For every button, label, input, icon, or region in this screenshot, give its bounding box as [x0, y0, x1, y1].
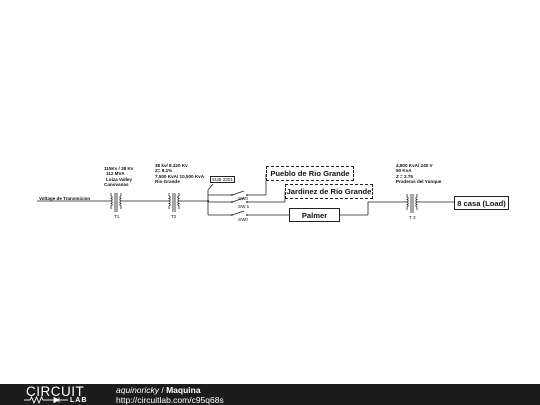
transformer-t1-symbol — [110, 193, 122, 212]
transformer-t3-symbol — [406, 194, 418, 213]
t1-spec-town: Canovanas — [104, 182, 129, 188]
t3-specs: 4,800 KvA/ 240 V 50 KvA Z = 2.75 Pradera… — [396, 163, 441, 185]
switch-1-label: SW 1 — [238, 204, 250, 209]
switch-2-label: SW0 — [238, 217, 248, 222]
feeder-palmer: Palmer — [289, 208, 340, 222]
substation-label: SUB 2301 — [210, 176, 235, 184]
t3-spec-impedance: Z = 2.75 — [396, 173, 413, 179]
switch-0-label: SW0 — [238, 196, 248, 201]
t3-spec-rating: 50 KvA — [396, 168, 412, 174]
author-separator: / — [159, 385, 167, 395]
t3-ref: T 3 — [409, 215, 416, 220]
circuitlab-logo[interactable]: CIRCUIT — [26, 384, 85, 399]
footer-bar: CIRCUIT LAB aquinoricky / Maquina http:/… — [0, 384, 540, 405]
t1-spec-location: Loiza Valley — [106, 176, 133, 182]
t3-spec-voltage: 4,800 KvA/ 240 V — [396, 163, 433, 168]
t3-spec-location: Praderas del Yunque — [396, 179, 442, 185]
switch-1-blade — [231, 197, 245, 203]
t1-ref: T1 — [114, 214, 120, 219]
t2-spec-location: Rio Grande — [155, 179, 180, 185]
author-name[interactable]: aquinoricky — [116, 385, 159, 395]
t2-ref: T2 — [171, 214, 177, 219]
circuitlab-logo-lab: LAB — [70, 397, 88, 404]
transmission-voltage-label: Voltage de Transmicion — [39, 196, 91, 201]
feeder-pueblo-rio-grande: Pueblo de Rio Grande — [266, 166, 354, 181]
t2-specs: 38 kv/ 8.320 Kv Z= 8.1% 7,500 KvA/ 10,50… — [155, 163, 204, 185]
feeder-jardinez-rio-grande: Jardinez de Rio Grande — [285, 184, 373, 199]
circuit-title[interactable]: Maquina — [166, 385, 201, 395]
resistor-logo-icon — [24, 396, 68, 404]
t2-spec-voltage: 38 kv/ 8.320 Kv — [155, 163, 188, 168]
t1-spec-rating: 112 MVA — [106, 171, 125, 177]
t2-spec-impedance: Z= 8.1% — [155, 168, 173, 174]
t2-spec-rating: 7,500 KvA/ 10,500 KvA — [155, 173, 205, 179]
load-box: 8 casa (Load) — [454, 196, 509, 210]
switch-2-blade — [231, 210, 245, 216]
switch-0-blade — [231, 190, 245, 196]
t1-spec-voltage: 115Kv / 38 Kv — [104, 166, 134, 171]
footer-author-line: aquinoricky / Maquina — [116, 385, 201, 395]
t1-specs: 115Kv / 38 Kv 112 MVA Loiza Valley Canov… — [104, 166, 133, 188]
schematic-canvas — [37, 174, 454, 216]
circuit-url[interactable]: http://circuitlab.com/c95q68s — [116, 395, 224, 405]
transformer-t2-symbol — [168, 193, 180, 212]
